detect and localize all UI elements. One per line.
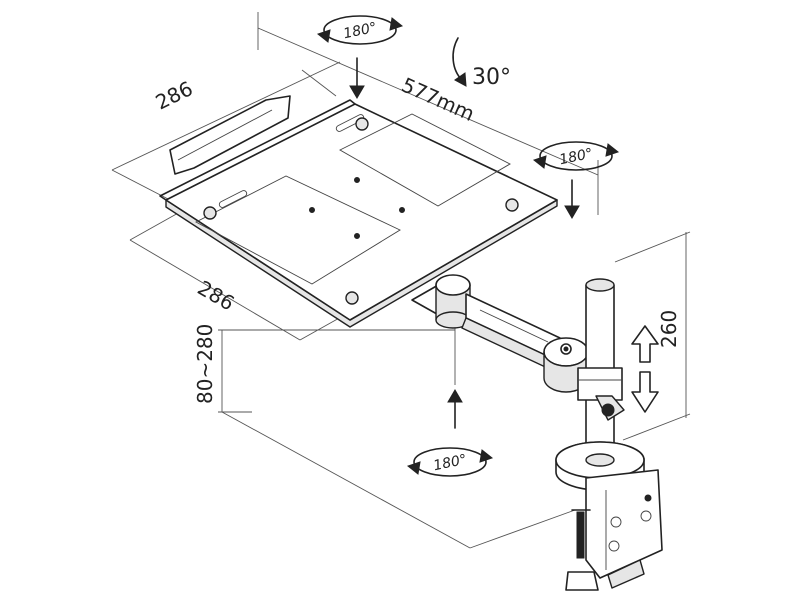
pole-height-label: 260 xyxy=(657,310,681,348)
pole-and-clamp xyxy=(555,278,663,591)
rotation-badge-pole xyxy=(532,141,620,171)
rotation-label-top: 180° xyxy=(342,20,378,43)
rotation-badge-top xyxy=(316,15,404,45)
arm-length-label: 577mm xyxy=(398,73,478,126)
rotation-badge-bottom xyxy=(406,447,494,477)
laptop-tray xyxy=(159,95,558,328)
rotation-label-bottom: 180° xyxy=(432,452,468,475)
motion-arrows xyxy=(349,37,659,429)
tray-depth-label: 286 xyxy=(152,76,197,114)
tilt-angle-label: 30° xyxy=(472,65,511,90)
articulating-arm xyxy=(411,274,589,393)
rotation-label-pole: 180° xyxy=(558,146,594,169)
dimension-lines xyxy=(111,12,691,549)
height-range-label: 80~280 xyxy=(193,324,217,404)
